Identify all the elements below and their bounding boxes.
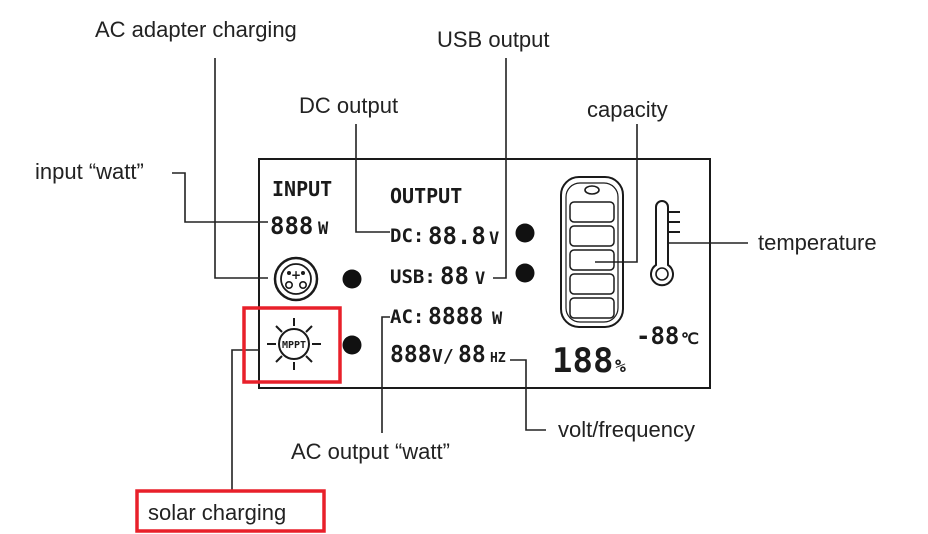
lcd-ac-adapter-indicator-dot — [342, 269, 362, 289]
lcd-capacity-digits: 188 — [552, 341, 613, 381]
callout-capacity: capacity — [587, 97, 668, 122]
ac-adapter-leader-line — [214, 58, 268, 279]
lcd-output-label: OUTPUT — [390, 184, 462, 208]
lcd-volt-unit: V/ — [432, 346, 454, 367]
thermometer-icon — [650, 200, 680, 287]
callout-ac-adapter-charging: AC adapter charging — [95, 17, 297, 42]
lcd-dc-indicator-dot — [515, 223, 535, 243]
lcd-input-label: INPUT — [272, 177, 332, 201]
usb-output-leader-line — [493, 58, 507, 279]
lcd-capacity-unit: % — [615, 356, 626, 377]
lcd-dc-digits: 88.8 — [428, 222, 486, 250]
input-watt-leader-line — [172, 172, 268, 223]
dc-output-leader-line — [355, 124, 390, 233]
lcd-usb-label: USB: — [390, 266, 436, 288]
lcd-usb-digits: 88 — [440, 262, 469, 290]
callout-temperature: temperature — [758, 230, 877, 255]
solar-icon-highlight-box — [242, 306, 342, 384]
ac-adapter-port-symbol: + — [291, 268, 301, 282]
mppt-sun-icon: MPPT — [267, 318, 321, 370]
lcd-ac-unit: W — [492, 309, 503, 329]
lcd-usb-unit: V — [475, 269, 485, 289]
lcd-temp-unit: ℃ — [681, 329, 699, 348]
lcd-volt-digits: 888 — [390, 342, 432, 368]
lcd-ac-label: AC: — [390, 306, 424, 328]
mppt-label: MPPT — [282, 340, 306, 351]
lcd-temp-digits: -88 — [636, 322, 679, 350]
callout-volt-frequency: volt/frequency — [558, 417, 695, 442]
solar-charging-leader-line — [231, 349, 260, 490]
lcd-freq-unit: HZ — [490, 351, 506, 366]
battery-capacity-icon — [560, 176, 624, 328]
lcd-freq-digits: 88 — [458, 342, 486, 368]
capacity-leader-line — [595, 124, 638, 263]
lcd-input-watt-digits: 888 — [270, 212, 313, 240]
lcd-dc-label: DC: — [390, 225, 424, 247]
ac-output-leader-line — [381, 316, 390, 433]
lcd-panel — [258, 158, 711, 389]
lcd-solar-indicator-dot — [342, 335, 362, 355]
lcd-input-watt-unit: W — [318, 219, 329, 239]
callout-dc-output: DC output — [299, 93, 398, 118]
callout-usb-output: USB output — [437, 27, 550, 52]
solar-charging-highlight-box — [135, 489, 326, 533]
lcd-dc-unit: V — [489, 229, 499, 249]
callout-solar-charging: solar charging — [148, 500, 286, 525]
ac-adapter-port-icon: + — [273, 256, 319, 302]
volt-frequency-leader-line — [510, 359, 546, 431]
callout-input-watt: input “watt” — [35, 159, 144, 184]
lcd-ac-digits: 8888 — [428, 304, 483, 330]
lcd-usb-indicator-dot — [515, 263, 535, 283]
callout-ac-output-watt: AC output “watt” — [291, 439, 450, 464]
